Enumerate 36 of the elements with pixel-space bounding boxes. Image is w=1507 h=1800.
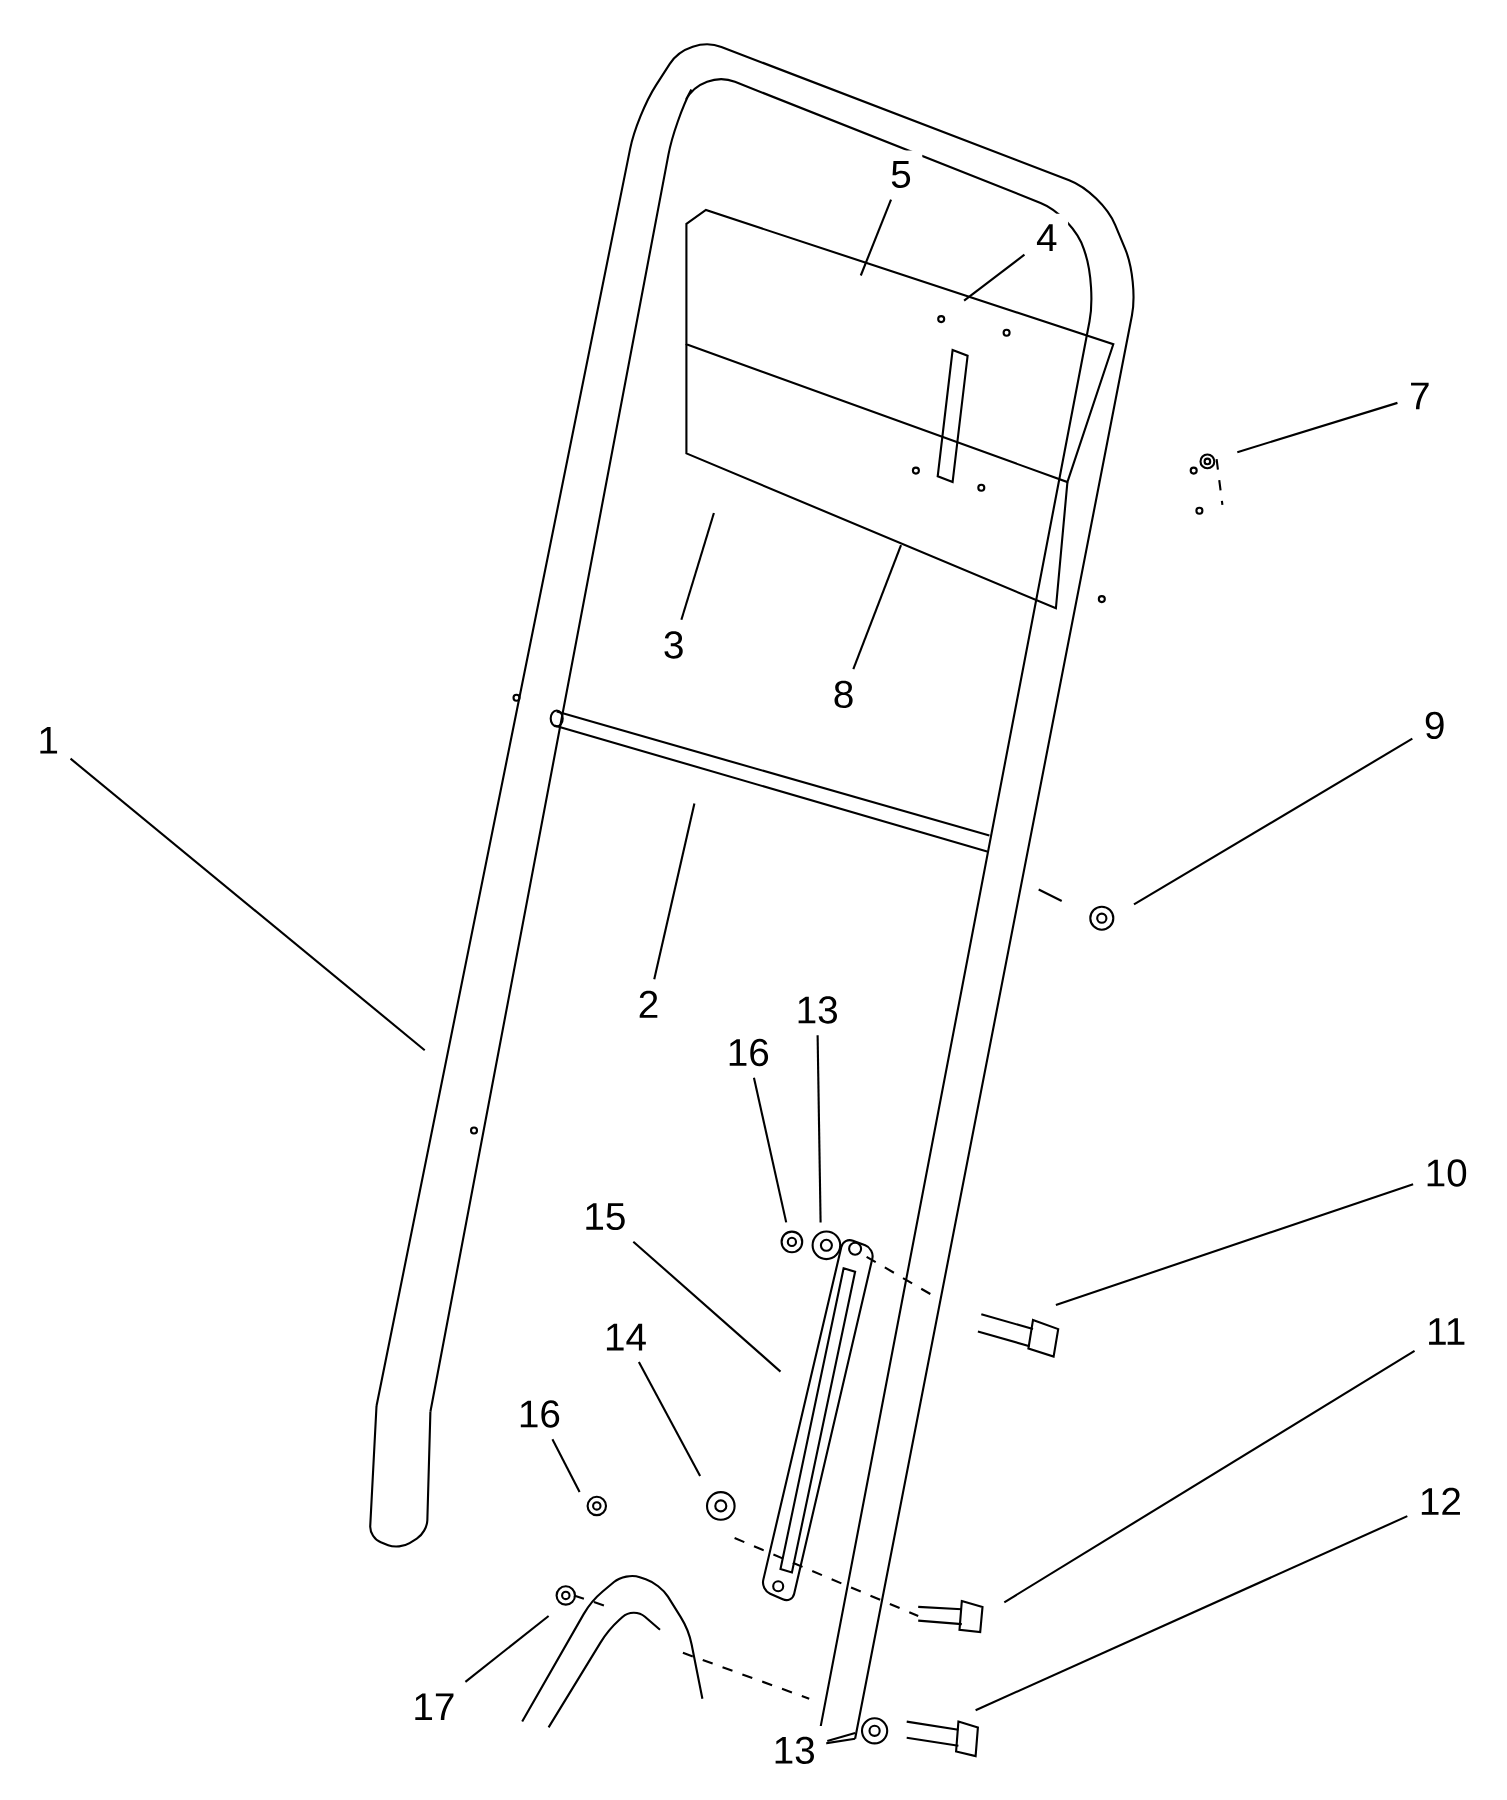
leader-line: [1055, 1183, 1414, 1306]
callout-number: 16: [716, 1028, 781, 1077]
callout-number: 1: [26, 716, 70, 765]
leader-line: [551, 1438, 581, 1493]
leader-line: [69, 757, 426, 1051]
callout-number: 11: [1415, 1307, 1477, 1356]
leader-line: [637, 1361, 702, 1477]
leader-line: [1237, 401, 1398, 454]
callout-number: 3: [652, 620, 695, 670]
callout-number: 7: [1398, 372, 1442, 420]
callout-number: 14: [593, 1313, 658, 1361]
leader-line: [680, 512, 715, 620]
leader-line: [975, 1515, 1408, 1712]
callout-number: 8: [822, 670, 865, 719]
leader-line: [816, 1035, 822, 1223]
leader-line: [752, 1077, 788, 1223]
callout-number: 2: [627, 980, 670, 1029]
leader-line: [859, 199, 892, 276]
callout-number: 17: [401, 1682, 466, 1731]
leader-line: [963, 253, 1026, 302]
callout-number: 15: [572, 1192, 637, 1241]
callout-number: 13: [762, 1726, 827, 1775]
callout-number: 4: [1025, 213, 1069, 262]
leader-line: [852, 544, 902, 670]
leader-line: [827, 1732, 856, 1742]
callout-number: 10: [1414, 1148, 1479, 1198]
leader-line: [632, 1240, 782, 1373]
callout-number: 13: [785, 985, 850, 1035]
callout-number: 5: [879, 150, 923, 199]
leader-line: [1003, 1349, 1416, 1604]
callout-number: 9: [1413, 701, 1456, 750]
callout-number: 12: [1408, 1477, 1473, 1526]
leader-line: [1133, 737, 1413, 906]
leader-line: [464, 1615, 550, 1683]
callout-number: 16: [507, 1389, 572, 1439]
leader-line: [653, 803, 696, 980]
